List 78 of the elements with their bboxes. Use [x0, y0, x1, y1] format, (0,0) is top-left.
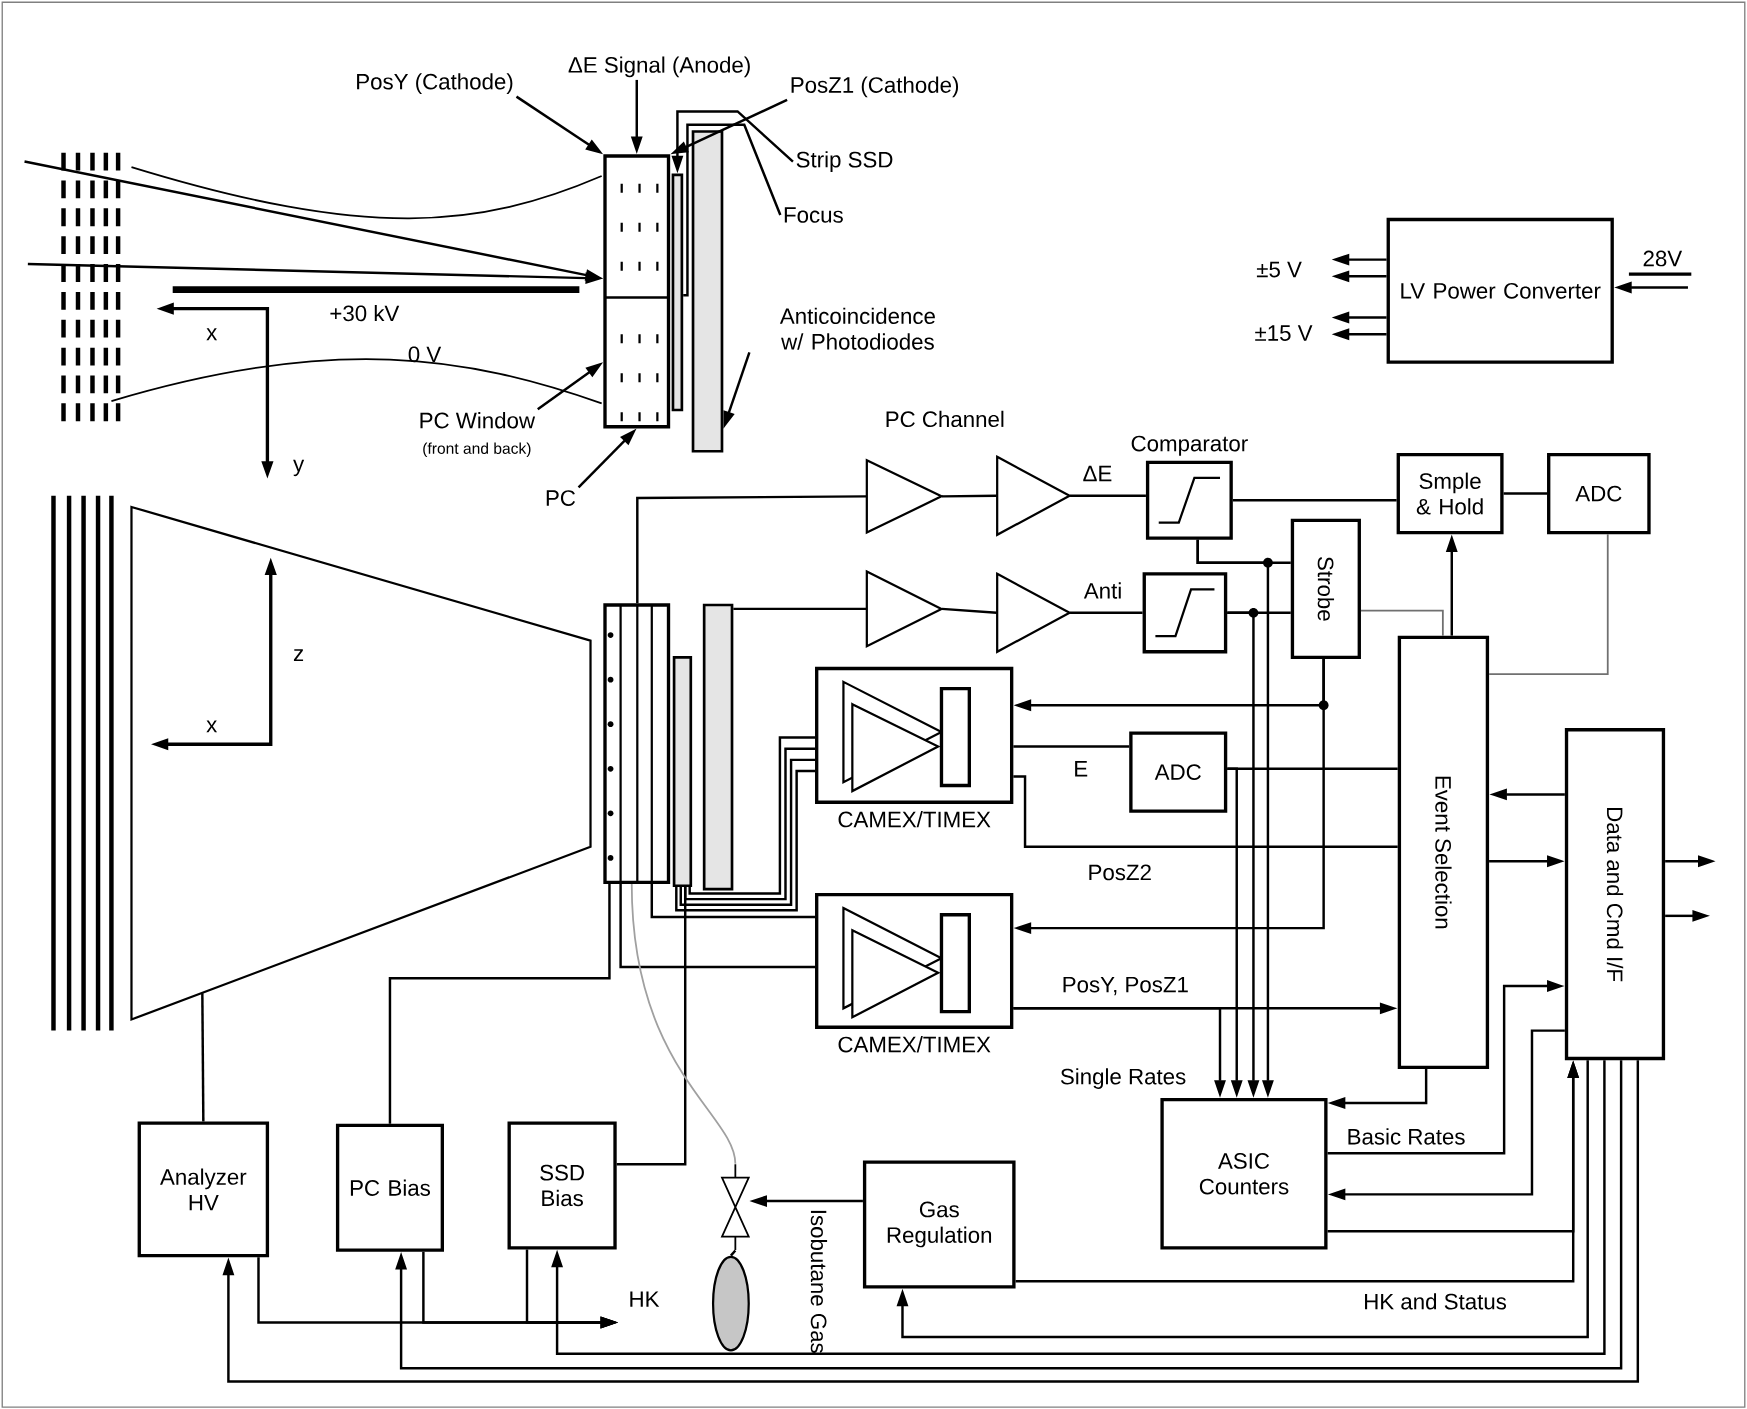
scintillator-bar — [702, 603, 734, 891]
edge-label: E — [1071, 758, 1091, 779]
detector-chamber — [603, 603, 671, 884]
scintillator-bar — [691, 129, 724, 453]
analyzer-plate — [130, 505, 592, 1021]
axis-label: x — [206, 720, 218, 733]
detector-strip — [672, 655, 693, 887]
connector-line — [636, 494, 867, 604]
connector-line — [1070, 494, 1146, 497]
node-label: CAMEX/TIMEX — [838, 1035, 991, 1053]
edge-label: PosY, PosZ1 — [1059, 974, 1192, 998]
cylinder-label: Isobutane Gas — [810, 1210, 828, 1353]
arrow — [551, 1059, 1606, 1355]
axis-label: x — [206, 328, 218, 340]
chip-box: CAMEX/TIMEX — [815, 666, 1014, 828]
process-box: ADC — [1129, 731, 1228, 813]
chip-box: CAMEX/TIMEX — [815, 892, 1014, 1053]
connector-line — [683, 123, 782, 297]
process-box: Gas Regulation — [862, 1160, 1016, 1289]
process-box: Analyzer HV — [137, 1121, 270, 1258]
connector-line — [733, 607, 867, 610]
callout-label: Focus — [784, 207, 843, 223]
connector-line — [619, 883, 815, 969]
connector-line — [1070, 611, 1143, 614]
edge-label: Basic Rates — [1344, 1125, 1468, 1147]
callout-label: ΔE Signal (Anode) — [568, 56, 750, 78]
arrow — [395, 1059, 1623, 1370]
signal-label: Single Rates — [1060, 1067, 1186, 1089]
connector-line — [941, 607, 997, 614]
process-box: Data and Cmd I/F — [1564, 727, 1666, 1060]
connector-line — [941, 494, 997, 498]
voltage-label: ±15 V — [1255, 325, 1313, 341]
process-box: ASIC Counters — [1160, 1097, 1328, 1250]
process-box: ADC — [1547, 452, 1651, 535]
connector-line — [650, 883, 815, 918]
voltage-label: ±5 V — [1256, 261, 1302, 278]
callout-label: Anticoincidence w/ Photodiodes — [779, 307, 935, 350]
detector-strip — [671, 173, 684, 412]
arrow — [896, 1059, 1589, 1339]
process-box: SSD Bias — [507, 1121, 617, 1250]
edge-label: Anti — [1081, 579, 1125, 601]
comparator-box: Comparator — [1131, 435, 1248, 540]
axis-label: z — [293, 649, 304, 661]
connector-line — [201, 992, 205, 1122]
connector-line — [388, 883, 611, 1124]
connector-line — [729, 1249, 737, 1257]
callout-label: PosZ1 (Cathode) — [791, 76, 959, 98]
edge-label: HK and Status — [1361, 1290, 1510, 1312]
gas-cylinder — [711, 1255, 750, 1352]
channel-label: PC Channel — [886, 410, 1004, 427]
connector-line — [1360, 609, 1444, 637]
callout-label: PC Window (front and back) — [420, 411, 536, 457]
process-box: Event Selection — [1397, 635, 1490, 1069]
callout-label: Strip SSD — [796, 150, 893, 172]
process-box: Smple & Hold — [1396, 452, 1504, 535]
connector-line — [630, 883, 737, 1165]
node-label: CAMEX/TIMEX — [838, 810, 991, 828]
signal-label: HK — [630, 1291, 660, 1307]
strobe-box: Strobe — [1290, 518, 1361, 659]
process-box: LV Power Converter — [1386, 217, 1614, 364]
voltage-label: 28V — [1643, 250, 1683, 267]
callout-label: PosY (Cathode) — [357, 73, 513, 94]
callout-label: PC — [546, 489, 576, 506]
connector-line — [1013, 775, 1398, 848]
node-label: Comparator — [1131, 435, 1248, 456]
voltage-label: +30 kV — [330, 304, 400, 322]
comparator-box — [1142, 571, 1228, 654]
detector-chamber — [603, 154, 671, 429]
connector-line — [1232, 498, 1397, 502]
edge-label: PosZ2 — [1085, 862, 1155, 883]
connector-line — [1488, 533, 1609, 675]
valve-symbol — [721, 1163, 751, 1251]
process-box: PC Bias — [335, 1123, 444, 1252]
edge-label: ΔE — [1080, 463, 1115, 484]
connector-line — [1503, 492, 1547, 495]
connector-line — [1013, 745, 1130, 748]
arrow — [222, 1059, 1640, 1383]
axis-label: y — [293, 459, 305, 476]
